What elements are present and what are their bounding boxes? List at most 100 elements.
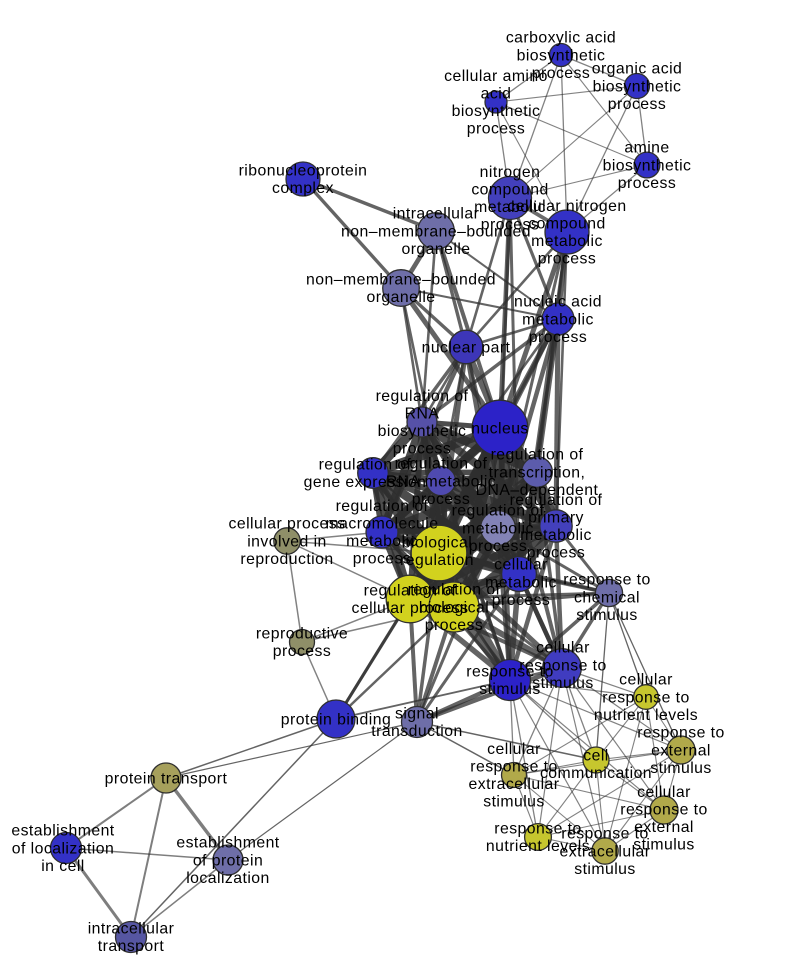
svg-text:stimulus: stimulus (479, 681, 541, 698)
svg-text:amine: amine (624, 140, 669, 157)
svg-text:biological: biological (419, 599, 489, 616)
svg-text:organelle: organelle (401, 241, 470, 258)
svg-text:process: process (481, 217, 539, 234)
svg-text:response to: response to (470, 759, 558, 776)
svg-text:process: process (469, 538, 527, 555)
svg-text:stimulus: stimulus (574, 861, 636, 878)
svg-text:cellular amino: cellular amino (444, 68, 548, 85)
svg-text:process: process (538, 251, 596, 268)
svg-text:protein transport: protein transport (105, 770, 228, 787)
svg-text:process: process (527, 545, 585, 562)
svg-text:transcription,: transcription, (489, 464, 586, 481)
svg-text:process: process (273, 643, 331, 660)
svg-text:response to: response to (466, 664, 554, 681)
svg-text:metabolic: metabolic (531, 233, 603, 250)
svg-text:communication: communication (540, 765, 652, 782)
svg-text:regulation: regulation (400, 552, 474, 569)
svg-text:gene expression: gene expression (304, 474, 427, 491)
svg-text:response to: response to (561, 826, 649, 843)
svg-text:cellular: cellular (536, 640, 590, 657)
svg-text:process: process (412, 491, 470, 508)
svg-text:RNA metabolic: RNA metabolic (386, 473, 496, 490)
svg-text:complex: complex (272, 180, 334, 197)
svg-text:stimulus: stimulus (650, 760, 712, 777)
svg-text:carboxylic acid: carboxylic acid (506, 30, 616, 47)
svg-text:response to: response to (602, 689, 690, 706)
svg-text:cellular: cellular (487, 741, 541, 758)
svg-text:biological: biological (402, 535, 472, 552)
svg-text:ribonucleoprotein: ribonucleoprotein (239, 163, 368, 180)
svg-text:process: process (467, 121, 525, 138)
svg-text:nutrient levels: nutrient levels (594, 707, 698, 724)
svg-text:intracellular: intracellular (393, 206, 480, 223)
svg-text:DNA–dependent: DNA–dependent (476, 482, 599, 499)
svg-text:in cell: in cell (41, 858, 85, 875)
svg-text:process: process (425, 617, 483, 634)
svg-text:cellular nitrogen: cellular nitrogen (507, 198, 626, 215)
svg-text:metabolic: metabolic (485, 574, 557, 591)
svg-text:nitrogen: nitrogen (480, 164, 541, 181)
svg-text:intracellular: intracellular (88, 921, 175, 938)
svg-text:response to: response to (620, 802, 708, 819)
svg-text:extracellular: extracellular (559, 843, 650, 860)
svg-text:regulation of: regulation of (319, 457, 412, 474)
svg-text:compound: compound (471, 182, 548, 199)
svg-text:nucleus: nucleus (471, 420, 529, 437)
svg-text:RNA: RNA (405, 406, 440, 423)
svg-text:cellular process: cellular process (229, 516, 346, 533)
svg-text:transport: transport (98, 938, 165, 955)
svg-text:non–membrane–bounded: non–membrane–bounded (306, 272, 496, 289)
svg-text:process: process (618, 175, 676, 192)
svg-text:regulation of: regulation of (336, 498, 429, 515)
svg-text:process: process (532, 65, 590, 82)
svg-text:regulation of: regulation of (510, 492, 603, 509)
svg-text:response to: response to (563, 572, 651, 589)
svg-text:process: process (353, 551, 411, 568)
svg-text:stimulus: stimulus (532, 675, 594, 692)
svg-text:reproduction: reproduction (240, 551, 333, 568)
svg-text:transduction: transduction (371, 723, 462, 740)
svg-text:regulation of: regulation of (376, 388, 469, 405)
svg-text:biosynthetic: biosynthetic (603, 157, 692, 174)
svg-text:localization: localization (186, 870, 270, 887)
svg-text:response to: response to (637, 725, 725, 742)
svg-text:biosynthetic: biosynthetic (452, 103, 541, 120)
svg-text:cellular: cellular (637, 784, 691, 801)
svg-text:biosynthetic: biosynthetic (378, 423, 467, 440)
svg-text:cellular: cellular (619, 672, 673, 689)
svg-text:establishment: establishment (11, 823, 114, 840)
svg-text:regulation of: regulation of (364, 583, 457, 600)
svg-text:compound: compound (528, 216, 605, 233)
svg-text:stimulus: stimulus (633, 837, 695, 854)
svg-text:cellular: cellular (494, 557, 548, 574)
svg-text:process: process (393, 441, 451, 458)
svg-text:organelle: organelle (366, 289, 435, 306)
svg-text:external: external (651, 742, 711, 759)
svg-text:of localization: of localization (12, 840, 114, 857)
svg-text:establishment: establishment (176, 835, 279, 852)
svg-text:acid: acid (481, 86, 512, 103)
svg-text:signal: signal (395, 706, 439, 723)
svg-text:non–membrane–bounded: non–membrane–bounded (341, 223, 531, 240)
svg-text:nucleic acid: nucleic acid (514, 294, 602, 311)
svg-text:metabolic: metabolic (520, 527, 592, 544)
svg-text:metabolic: metabolic (346, 533, 418, 550)
svg-text:biosynthetic: biosynthetic (593, 78, 682, 95)
svg-text:extracellular: extracellular (468, 776, 559, 793)
svg-text:regulation of: regulation of (395, 456, 488, 473)
svg-text:metabolic: metabolic (474, 199, 546, 216)
svg-text:process: process (608, 96, 666, 113)
svg-text:organic acid: organic acid (592, 61, 683, 78)
svg-text:reproductive: reproductive (256, 626, 348, 643)
svg-text:response to: response to (519, 657, 607, 674)
svg-text:of protein: of protein (193, 852, 263, 869)
svg-text:external: external (634, 819, 694, 836)
svg-text:macromolecule: macromolecule (326, 516, 439, 533)
svg-text:process: process (529, 329, 587, 346)
svg-text:metabolic: metabolic (522, 311, 594, 328)
svg-text:response to: response to (494, 821, 582, 838)
svg-text:nutrient levels: nutrient levels (486, 838, 590, 855)
svg-text:cell: cell (583, 748, 609, 765)
svg-text:stimulus: stimulus (576, 607, 638, 624)
svg-text:stimulus: stimulus (483, 794, 545, 811)
